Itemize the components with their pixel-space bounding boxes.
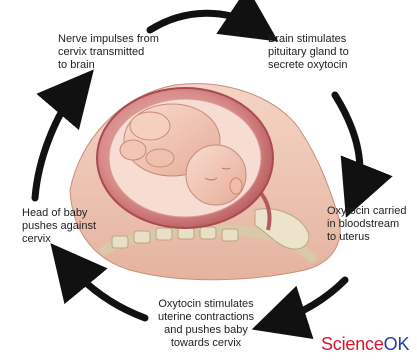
watermark-ok: OK	[384, 334, 410, 354]
step-oxytocin-carried: Oxytocin carried in bloodstream to uteru…	[327, 205, 406, 244]
scienceok-watermark: ScienceOK	[321, 334, 409, 354]
step-uterine-contractions: Oxytocin stimulates uterine contractions…	[158, 298, 254, 350]
arrow-bottom-right	[275, 280, 345, 322]
watermark-science: Science	[321, 334, 384, 354]
arrow-top	[150, 13, 258, 30]
step-nerve-impulses: Nerve impulses from cervix transmitted t…	[58, 33, 159, 72]
step-brain-stimulates: Brain stimulates pituitary gland to secr…	[268, 33, 349, 72]
step-head-pushes: Head of baby pushes against cervix	[22, 207, 96, 246]
arrow-right	[335, 95, 360, 195]
